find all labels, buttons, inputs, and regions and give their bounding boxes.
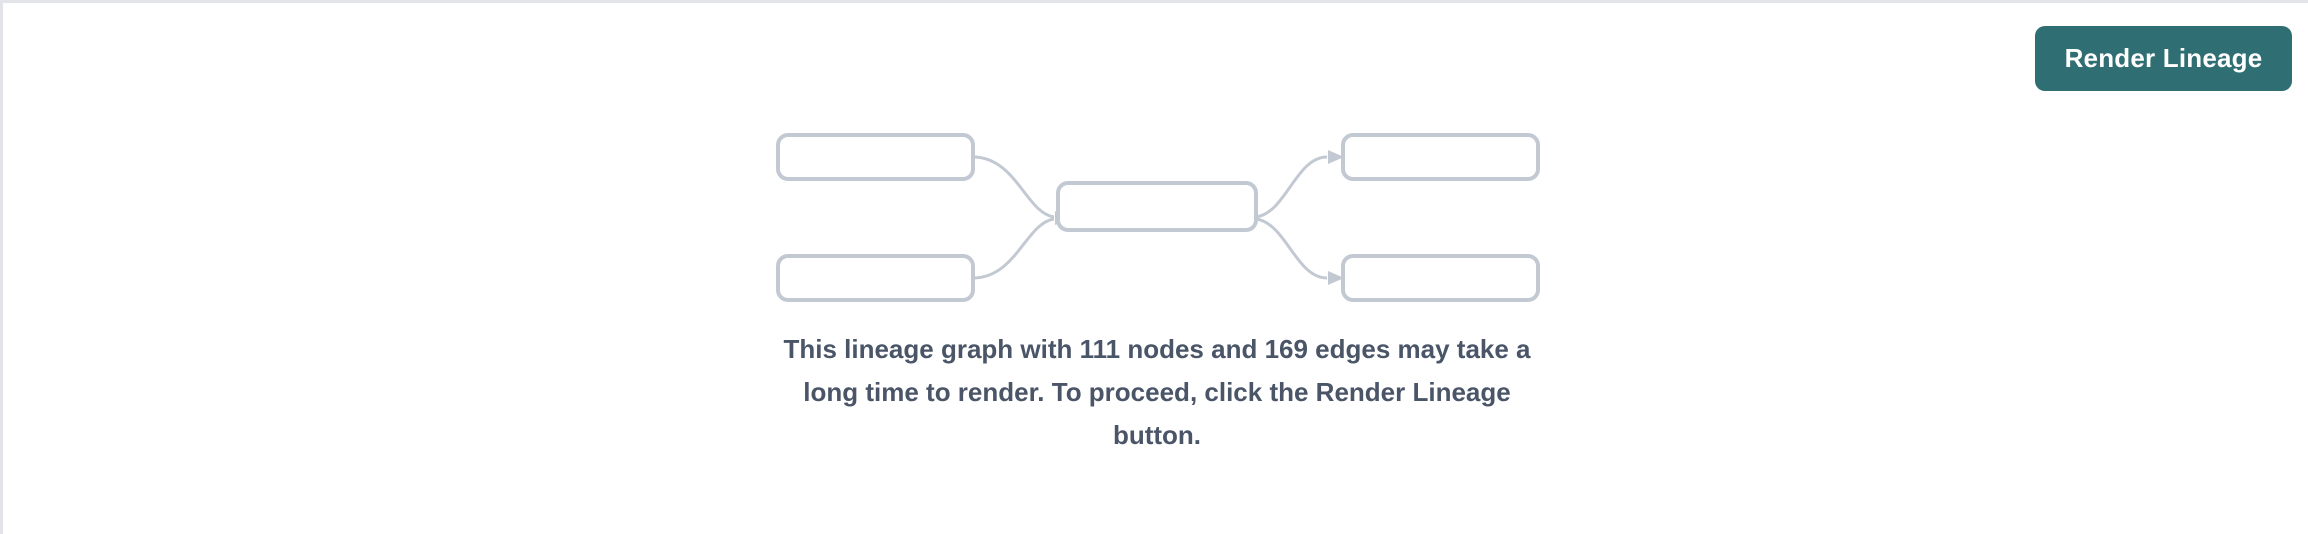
render-lineage-button[interactable]: Render Lineage — [2035, 26, 2292, 91]
lineage-node-downstream-1[interactable] — [1341, 133, 1540, 181]
edge-arrowhead-downstream-2 — [1328, 271, 1344, 285]
lineage-warning-message: This lineage graph with 111 nodes and 16… — [3, 328, 2308, 457]
lineage-graph-svg — [776, 133, 1540, 302]
lineage-warning-text: This lineage graph with 111 nodes and 16… — [783, 334, 1531, 450]
edge-focus-to-downstream-2 — [1255, 217, 1328, 280]
edge-focus-to-downstream-1 — [1255, 155, 1328, 219]
lineage-graph-placeholder — [3, 113, 2308, 303]
edge-upstream-1-to-focus — [972, 155, 1055, 219]
lineage-node-upstream-1[interactable] — [776, 133, 975, 181]
lineage-node-downstream-2[interactable] — [1341, 254, 1540, 302]
edge-arrowhead-downstream-1 — [1328, 150, 1344, 164]
lineage-node-upstream-2[interactable] — [776, 254, 975, 302]
lineage-node-focus[interactable] — [1056, 181, 1258, 232]
edge-upstream-2-to-focus — [972, 217, 1055, 280]
lineage-toolbar: Render Lineage — [2035, 26, 2292, 91]
